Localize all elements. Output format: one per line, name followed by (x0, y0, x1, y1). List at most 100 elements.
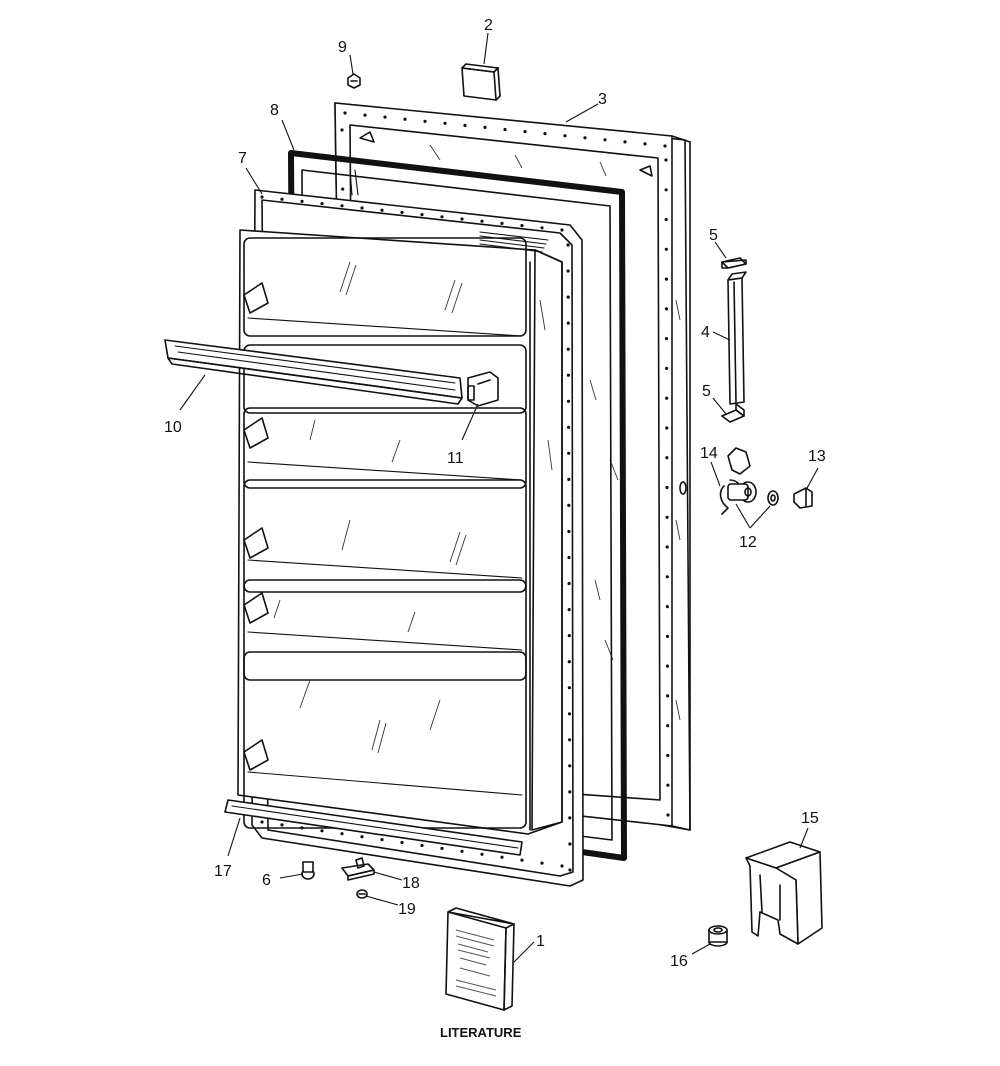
liner-screw-hole (340, 204, 344, 208)
panel-screw-hole (665, 605, 670, 609)
leader-lines (179, 32, 819, 963)
panel-screw-hole (666, 694, 670, 698)
callout-5-top: 5 (709, 227, 718, 244)
literature-booklet (445, 907, 515, 1011)
callout-16: 16 (670, 953, 688, 970)
panel-screw-hole (664, 337, 669, 341)
panel-screw-hole (463, 123, 467, 127)
callout-1: 1 (536, 933, 545, 950)
liner-screw-hole (480, 219, 484, 223)
liner-screw-hole (400, 210, 404, 214)
panel-screw-hole (664, 277, 669, 281)
liner-screw-hole (440, 846, 444, 851)
liner-screw-hole (380, 838, 384, 842)
liner-screw-hole (567, 477, 571, 481)
handle-bar (727, 271, 747, 405)
liner-screw-hole (480, 852, 484, 856)
callout-2: 2 (484, 17, 493, 34)
callout-14: 14 (700, 445, 718, 462)
panel-screw-hole (665, 366, 669, 370)
callout-3: 3 (598, 91, 607, 108)
liner-screw-hole (567, 660, 571, 664)
panel-screw-hole (664, 188, 668, 192)
panel-screw-hole (665, 515, 669, 519)
liner-screw-hole (380, 208, 384, 212)
panel-screw-hole (665, 456, 669, 460)
panel-screw-hole (666, 724, 670, 728)
callout-5-bottom: 5 (702, 383, 711, 400)
liner-screw-hole (280, 197, 284, 201)
liner-screw-hole (568, 816, 572, 820)
liner-screw-hole (567, 608, 571, 612)
lock-key-13 (793, 487, 813, 509)
liner-screw-hole (560, 228, 564, 232)
liner-screw-hole (420, 843, 424, 848)
liner-screw-hole (567, 451, 571, 455)
panel-screw-hole (341, 187, 345, 191)
panel-screw-hole (603, 138, 607, 142)
panel-screw-hole (665, 575, 669, 579)
panel-screw-hole (665, 634, 670, 639)
panel-screw-hole (664, 307, 669, 311)
handle-end-cap-bottom (721, 403, 745, 423)
callout-7: 7 (238, 150, 247, 167)
liner-screw-hole (567, 712, 572, 716)
panel-screw-hole (665, 396, 669, 400)
liner-screw-hole (566, 321, 570, 325)
liner-screw-hole (540, 861, 544, 865)
callout-18: 18 (402, 875, 420, 892)
panel-screw-hole (403, 117, 407, 121)
liner-screw-hole (568, 868, 572, 872)
callout-12: 12 (739, 534, 757, 551)
callout-13: 13 (808, 448, 826, 465)
liner-screw-hole (460, 849, 464, 853)
liner-screw-hole (340, 832, 344, 836)
screw-6 (301, 861, 315, 880)
liner-screw-hole (567, 686, 572, 690)
panel-screw-hole (623, 140, 627, 144)
liner-screw-hole (566, 269, 570, 273)
panel-screw-hole (340, 128, 344, 132)
liner-screw-hole (280, 823, 284, 827)
panel-screw-hole (665, 545, 669, 549)
liner-screw-hole (260, 195, 264, 199)
callout-19: 19 (398, 901, 416, 918)
panel-screw-hole (563, 134, 567, 138)
liner-screw-hole (520, 224, 524, 228)
panel-screw-hole (583, 136, 587, 140)
liner-screw-hole (567, 425, 571, 429)
panel-screw-hole (543, 132, 547, 136)
callout-9: 9 (338, 39, 347, 56)
callout-8: 8 (270, 102, 279, 119)
inner-door-liner (237, 189, 601, 887)
liner-screw-hole (560, 864, 564, 868)
liner-screw-hole (567, 503, 571, 507)
callout-17: 17 (214, 863, 232, 880)
bottom-trim-strip (224, 799, 523, 856)
liner-screw-hole (567, 555, 571, 560)
panel-screw-hole (643, 142, 647, 146)
hinge-cover-15 (745, 841, 823, 945)
door-rail (164, 339, 463, 405)
liner-screw-hole (460, 217, 464, 221)
screw-9 (347, 73, 361, 89)
liner-screw-hole (520, 858, 524, 862)
liner-screw-hole (568, 842, 572, 846)
liner-screw-hole (566, 347, 570, 351)
callout-4: 4 (701, 324, 710, 341)
panel-screw-hole (663, 144, 667, 148)
liner-screw-hole (567, 634, 571, 638)
callout-11: 11 (447, 450, 464, 467)
liner-screw-hole (568, 790, 572, 794)
screw-19 (356, 889, 368, 899)
panel-screw-hole (665, 485, 669, 490)
literature-caption: LITERATURE (440, 1025, 522, 1040)
callout-labels: 1 2 3 4 5 5 6 7 8 9 10 11 12 13 14 15 16… (164, 17, 826, 1040)
callout-15: 15 (801, 810, 819, 827)
liner-screw-hole (500, 221, 504, 225)
panel-screw-hole (666, 813, 670, 817)
panel-screw-hole (343, 111, 347, 115)
panel-screw-hole (383, 115, 387, 119)
liner-screw-hole (567, 529, 571, 534)
